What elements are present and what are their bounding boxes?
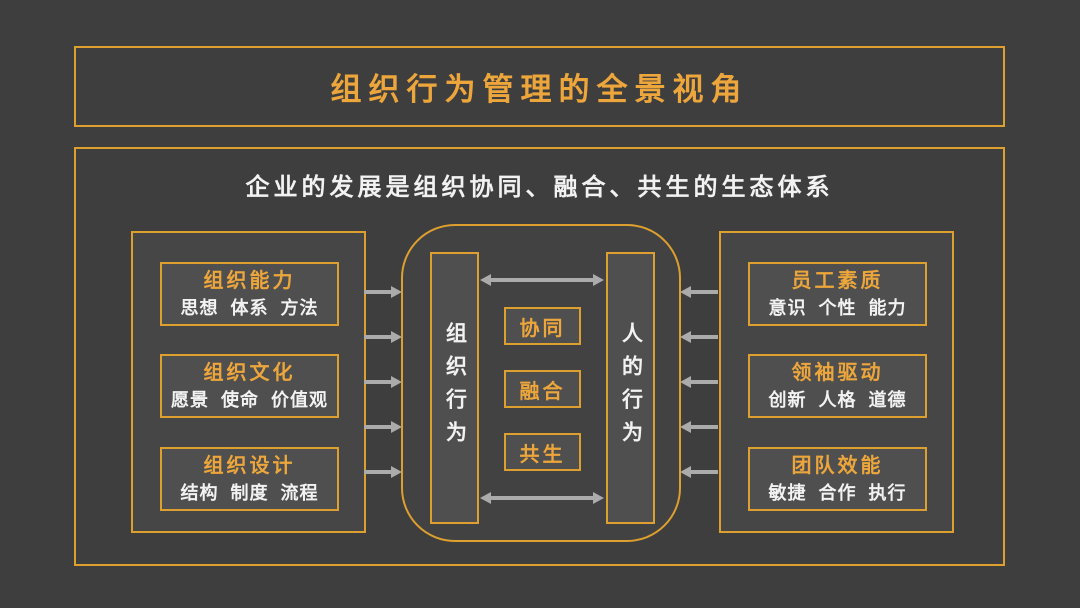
arrow-right-icon (364, 466, 402, 478)
card-title: 组织能力 (203, 270, 296, 292)
card-title: 员工素质 (791, 270, 884, 292)
card-title: 组织设计 (203, 455, 296, 477)
organization-panel: 组织能力 思想 体系 方法 组织文化 愿景 使命 价值观 组织设计 结构 制度 … (131, 231, 366, 533)
card-org-capability: 组织能力 思想 体系 方法 (160, 262, 339, 326)
arrow-left-icon (680, 466, 718, 478)
card-detail: 创新 人格 道德 (768, 390, 907, 410)
arrow-right-icon (364, 331, 402, 343)
main-frame: 企业的发展是组织协同、融合、共生的生态体系 组织能力 思想 体系 方法 组织文化… (74, 147, 1005, 566)
page-title: 组织行为管理的全景视角 (330, 72, 749, 107)
arrow-left-icon (680, 331, 718, 343)
synergy-box: 协同 (504, 307, 581, 345)
org-behavior-label: 组织行为 (443, 322, 467, 454)
arrow-left-icon (680, 376, 718, 388)
card-title: 组织文化 (203, 362, 296, 384)
bidirectional-arrow-icon (480, 273, 604, 287)
arrow-left-icon (680, 421, 718, 433)
ecosystem-box: 组织行为 协同 融合 共生 人的行为 (401, 224, 681, 542)
card-org-design: 组织设计 结构 制度 流程 (160, 447, 339, 511)
arrow-right-icon (364, 286, 402, 298)
card-employee-quality: 员工素质 意识 个性 能力 (748, 262, 927, 326)
people-panel: 员工素质 意识 个性 能力 领袖驱动 创新 人格 道德 团队效能 敏捷 合作 执… (719, 231, 954, 533)
card-detail: 思想 体系 方法 (180, 298, 319, 318)
org-behavior-bar: 组织行为 (430, 252, 479, 524)
fusion-box: 融合 (504, 370, 581, 408)
card-detail: 敏捷 合作 执行 (768, 483, 907, 503)
arrow-right-icon (364, 421, 402, 433)
arrow-right-icon (364, 376, 402, 388)
title-banner: 组织行为管理的全景视角 (74, 46, 1005, 127)
human-behavior-label: 人的行为 (619, 322, 643, 454)
card-detail: 愿景 使命 价值观 (170, 390, 328, 410)
card-title: 领袖驱动 (791, 362, 884, 384)
card-title: 团队效能 (791, 455, 884, 477)
symbiosis-box: 共生 (504, 433, 581, 471)
human-behavior-bar: 人的行为 (606, 252, 655, 524)
card-detail: 结构 制度 流程 (180, 483, 319, 503)
card-org-culture: 组织文化 愿景 使命 价值观 (160, 354, 339, 418)
arrow-left-icon (680, 286, 718, 298)
card-detail: 意识 个性 能力 (768, 298, 907, 318)
bidirectional-arrow-icon (480, 491, 604, 505)
card-team-effectiveness: 团队效能 敏捷 合作 执行 (748, 447, 927, 511)
subtitle: 企业的发展是组织协同、融合、共生的生态体系 (245, 174, 834, 201)
card-leader-drive: 领袖驱动 创新 人格 道德 (748, 354, 927, 418)
